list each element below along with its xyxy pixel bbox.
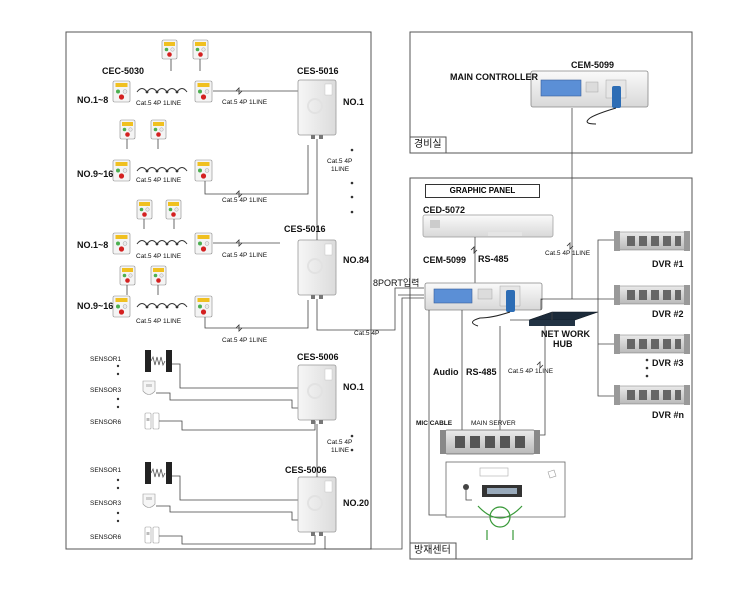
node-number-label: NO.1 xyxy=(343,97,365,107)
ces-box xyxy=(297,79,337,140)
cable-label: Cat.5 4P 1LINE xyxy=(222,337,268,344)
dvr-label: DVR #2 xyxy=(652,309,684,319)
sensor-label: SENSOR3 xyxy=(90,500,122,507)
sensor-label: SENSOR6 xyxy=(90,534,122,541)
ces-model-label: CES-5006 xyxy=(297,352,339,362)
cable-label: Cat.5 4P 1LINE xyxy=(136,177,182,184)
field-devices-frame xyxy=(65,31,372,550)
dvr-label: DVR #1 xyxy=(652,259,684,269)
cable-label: Cat.5 4P xyxy=(354,330,380,337)
ced-graphic-panel xyxy=(422,214,554,238)
cable-label: 1LINE xyxy=(331,166,350,173)
range-label: NO.9~16 xyxy=(77,169,114,179)
network-hub xyxy=(528,311,599,321)
graphic-panel-header: GRAPHIC PANEL xyxy=(425,184,540,198)
range-label: NO.1~8 xyxy=(77,95,109,105)
cem-model-label: CEM-5099 xyxy=(571,60,615,70)
audio-label: Audio xyxy=(433,367,459,377)
sensor-label: SENSOR6 xyxy=(90,419,122,426)
cable-label: Cat.5 4P 1LINE xyxy=(136,253,182,260)
cable-label: Cat.5 4P 1LINE xyxy=(545,250,591,257)
sensor-label: SENSOR1 xyxy=(90,467,122,474)
node-number-label: NO.84 xyxy=(343,255,370,265)
dvr-label: DVR #3 xyxy=(652,358,684,368)
dvr-label: DVR #n xyxy=(652,410,685,420)
network-hub-label: HUB xyxy=(553,339,573,349)
ced-model-label: CED-5072 xyxy=(423,205,466,215)
cable-label: 1LINE xyxy=(331,447,350,454)
cable-label: Cat.5 4P 1LINE xyxy=(222,252,268,259)
cable-label: Cat.5 4P 1LINE xyxy=(136,100,182,107)
disaster-center-label: 방재센터 xyxy=(414,545,451,556)
rs485-label: RS-485 xyxy=(478,254,509,264)
cable-label: Cat.5 4P xyxy=(327,439,353,446)
sensor-label: SENSOR3 xyxy=(90,387,122,394)
dvr-unit xyxy=(613,230,691,252)
ces-model-label: CES-5006 xyxy=(285,465,327,475)
port-input-label: 8PORT입력 xyxy=(373,278,420,288)
cec-panel xyxy=(112,80,131,103)
disaster-center-tag xyxy=(409,542,457,560)
main-server-label: MAIN SERVER xyxy=(471,420,516,427)
ces-model-label: CES-5016 xyxy=(297,66,339,76)
network-hub-label: NET WORK xyxy=(541,329,590,339)
cable-label: Cat.5 4P 1LINE xyxy=(136,318,182,325)
guard-room-tag xyxy=(409,136,447,154)
mic-cable-label: MIC CABLE xyxy=(416,420,453,427)
node-number-label: NO.20 xyxy=(343,498,370,508)
rs485-label: RS-485 xyxy=(466,367,497,377)
range-label: NO.9~16 xyxy=(77,301,114,311)
disaster-center-frame xyxy=(409,177,693,560)
ces-model-label: CES-5016 xyxy=(284,224,326,234)
cable-label: Cat.5 4P xyxy=(327,158,353,165)
operator-figure xyxy=(489,506,511,528)
cable-label: Cat.5 4P 1LINE xyxy=(222,197,268,204)
sensor-label: SENSOR1 xyxy=(90,356,122,363)
node-number-label: NO.1 xyxy=(343,382,365,392)
main-controller-label: MAIN CONTROLLER xyxy=(450,72,538,82)
guard-room-label: 경비실 xyxy=(414,139,442,150)
cem-model-label: CEM-5099 xyxy=(423,255,467,265)
cec-model-label: CEC-5030 xyxy=(102,66,145,76)
guard-room-frame xyxy=(409,31,693,154)
cable-label: Cat.5 4P 1LINE xyxy=(508,368,554,375)
range-label: NO.1~8 xyxy=(77,240,109,250)
cable-label: Cat.5 4P 1LINE xyxy=(222,99,268,106)
